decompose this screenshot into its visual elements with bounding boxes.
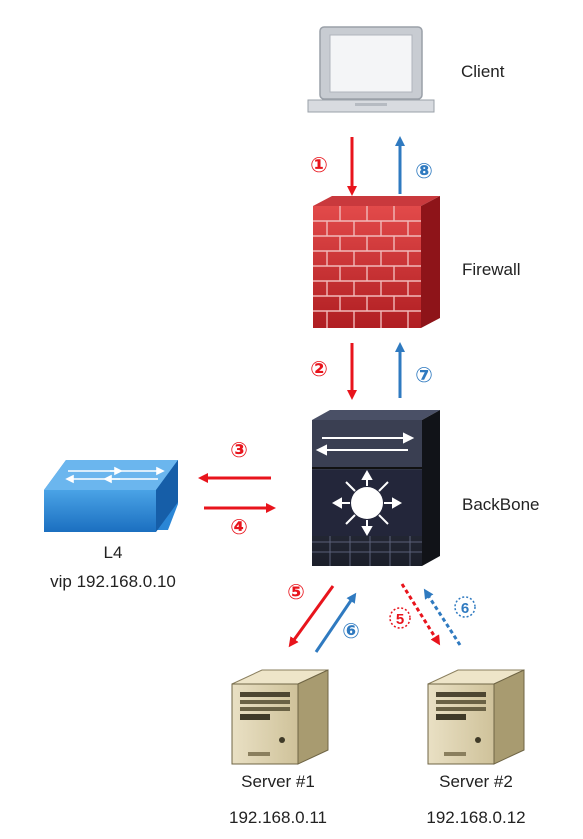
server-2-icon — [427, 669, 525, 765]
step-2-badge: ② — [310, 357, 328, 381]
step-5-alt-text: 5 — [396, 611, 404, 628]
l4-label: L4 — [104, 543, 123, 562]
laptop-icon — [307, 26, 435, 113]
step-6-alt-badge: 6 — [454, 596, 476, 618]
server-2-label: Server #2 — [439, 772, 513, 791]
l4-vip-label: vip 192.168.0.10 — [50, 572, 176, 591]
server-1-icon — [231, 669, 329, 765]
client-label: Client — [461, 62, 505, 81]
arrow-step-6-server-2 — [423, 588, 462, 646]
step-7-badge: ⑦ — [415, 363, 433, 387]
step-6-badge: ⑥ — [342, 619, 360, 643]
server-2-ip: 192.168.0.12 — [426, 808, 525, 827]
firewall-icon — [313, 196, 440, 328]
server-1-label: Server #1 — [241, 772, 315, 791]
step-1-badge: ① — [310, 153, 328, 177]
backbone-label: BackBone — [462, 495, 540, 514]
step-3-badge: ③ — [230, 438, 248, 462]
server-1-ip: 192.168.0.11 — [229, 808, 327, 827]
step-4-badge: ④ — [230, 515, 248, 539]
step-5-alt-badge: 5 — [389, 607, 411, 629]
step-6-alt-text: 6 — [461, 600, 469, 617]
step-8-badge: ⑧ — [415, 159, 433, 183]
arrow-step-6-server-1 — [314, 592, 357, 653]
arrow-step-5-server-1 — [288, 585, 335, 648]
l4-switch-icon — [44, 460, 178, 532]
firewall-label: Firewall — [462, 260, 521, 279]
arrow-step-5-server-2 — [400, 583, 441, 646]
backbone-switch-icon — [312, 410, 440, 566]
step-5-badge: ⑤ — [287, 580, 305, 604]
